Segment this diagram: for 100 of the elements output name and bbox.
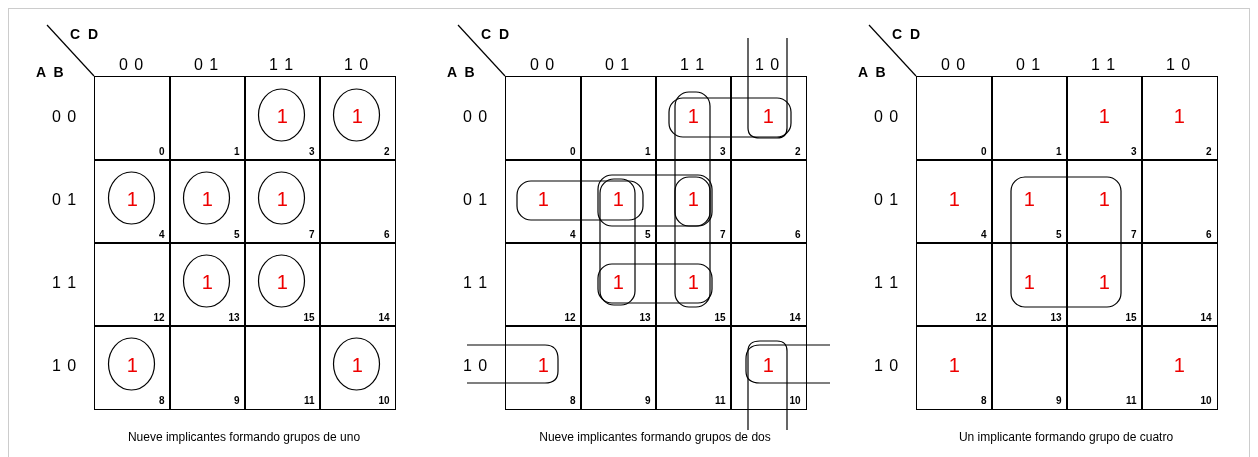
row-variables-label: A B xyxy=(858,64,888,80)
column-header: 0 1 xyxy=(192,56,221,74)
cell-number: 12 xyxy=(975,311,987,323)
map-cell xyxy=(244,159,321,244)
map-cell xyxy=(580,76,657,161)
row-header: 1 0 xyxy=(52,357,78,375)
row-variables-label: A B xyxy=(447,64,477,80)
column-header: 1 1 xyxy=(1089,56,1118,74)
column-header: 0 0 xyxy=(117,56,146,74)
cell-number: 1 xyxy=(233,145,240,157)
column-header: 0 1 xyxy=(603,56,632,74)
cell-number: 3 xyxy=(719,145,726,157)
cell-number: 9 xyxy=(1055,394,1062,406)
column-header: 1 0 xyxy=(342,56,371,74)
cell-number: 8 xyxy=(158,394,165,406)
cell-number: 7 xyxy=(719,228,726,240)
cell-number: 2 xyxy=(1205,145,1212,157)
cell-number: 0 xyxy=(158,145,165,157)
map-cell xyxy=(730,242,807,327)
map-cell xyxy=(1141,242,1218,327)
cell-number: 14 xyxy=(1200,311,1212,323)
cell-number: 10 xyxy=(378,394,390,406)
cell-value: 1 xyxy=(536,188,550,210)
cell-value: 1 xyxy=(200,188,214,210)
cell-number: 14 xyxy=(789,311,801,323)
cell-value: 1 xyxy=(200,271,214,293)
map-cell xyxy=(319,242,396,327)
map-cell xyxy=(1066,325,1143,410)
cell-number: 12 xyxy=(153,311,165,323)
map-cell xyxy=(1066,76,1143,161)
cell-value: 1 xyxy=(947,188,961,210)
map-cell xyxy=(94,159,171,244)
column-header: 1 1 xyxy=(267,56,296,74)
map-caption: Un implicante formando grupo de cuatro xyxy=(957,430,1175,444)
cell-value: 1 xyxy=(125,354,139,376)
cell-value: 1 xyxy=(761,354,775,376)
cell-value: 1 xyxy=(1022,188,1036,210)
cell-number: 8 xyxy=(980,394,987,406)
cell-number: 14 xyxy=(378,311,390,323)
map-cell xyxy=(916,242,993,327)
cell-number: 3 xyxy=(308,145,315,157)
cell-value: 1 xyxy=(761,105,775,127)
cell-number: 13 xyxy=(1050,311,1062,323)
row-header: 1 1 xyxy=(463,274,489,292)
map-cell xyxy=(94,325,171,410)
cell-value: 1 xyxy=(125,188,139,210)
cell-number: 10 xyxy=(789,394,801,406)
cell-value: 1 xyxy=(1097,271,1111,293)
row-header: 0 1 xyxy=(463,191,489,209)
cell-number: 4 xyxy=(158,228,165,240)
cell-number: 10 xyxy=(1200,394,1212,406)
cell-number: 13 xyxy=(228,311,240,323)
cell-value: 1 xyxy=(686,271,700,293)
map-cell xyxy=(730,76,807,161)
cell-number: 15 xyxy=(303,311,315,323)
cell-value: 1 xyxy=(275,271,289,293)
map-cell xyxy=(916,159,993,244)
cell-number: 8 xyxy=(569,394,576,406)
map-cell xyxy=(1066,159,1143,244)
cell-value: 1 xyxy=(611,188,625,210)
cell-number: 4 xyxy=(569,228,576,240)
cell-number: 15 xyxy=(714,311,726,323)
map-cell xyxy=(319,325,396,410)
cell-number: 4 xyxy=(980,228,987,240)
cell-number: 5 xyxy=(233,228,240,240)
map-cell xyxy=(655,76,732,161)
cell-number: 11 xyxy=(303,394,315,406)
row-header: 0 1 xyxy=(874,191,900,209)
map-cell xyxy=(1141,325,1218,410)
row-header: 1 0 xyxy=(463,357,489,375)
map-cell xyxy=(505,242,582,327)
cell-value: 1 xyxy=(611,271,625,293)
cell-value: 1 xyxy=(1022,271,1036,293)
column-header: 1 0 xyxy=(1164,56,1193,74)
column-header: 1 0 xyxy=(753,56,782,74)
map-cell xyxy=(655,242,732,327)
map-cell xyxy=(580,159,657,244)
cell-value: 1 xyxy=(536,354,550,376)
cell-number: 11 xyxy=(714,394,726,406)
column-header: 0 0 xyxy=(939,56,968,74)
map-cell xyxy=(94,76,171,161)
cell-number: 5 xyxy=(644,228,651,240)
map-cell xyxy=(580,242,657,327)
map-cell xyxy=(916,325,993,410)
row-header: 0 0 xyxy=(874,108,900,126)
cell-number: 13 xyxy=(639,311,651,323)
column-header: 0 0 xyxy=(528,56,557,74)
cell-number: 15 xyxy=(1125,311,1137,323)
map-caption: Nueve implicantes formando grupos de dos xyxy=(538,430,772,444)
map-cell xyxy=(244,325,321,410)
map-cell xyxy=(319,159,396,244)
map-cell xyxy=(505,76,582,161)
map-cell xyxy=(1066,242,1143,327)
map-cell xyxy=(991,159,1068,244)
map-cell xyxy=(730,325,807,410)
cell-number: 7 xyxy=(308,228,315,240)
column-header: 0 1 xyxy=(1014,56,1043,74)
cell-value: 1 xyxy=(350,354,364,376)
cell-number: 11 xyxy=(1125,394,1137,406)
map-cell xyxy=(94,242,171,327)
